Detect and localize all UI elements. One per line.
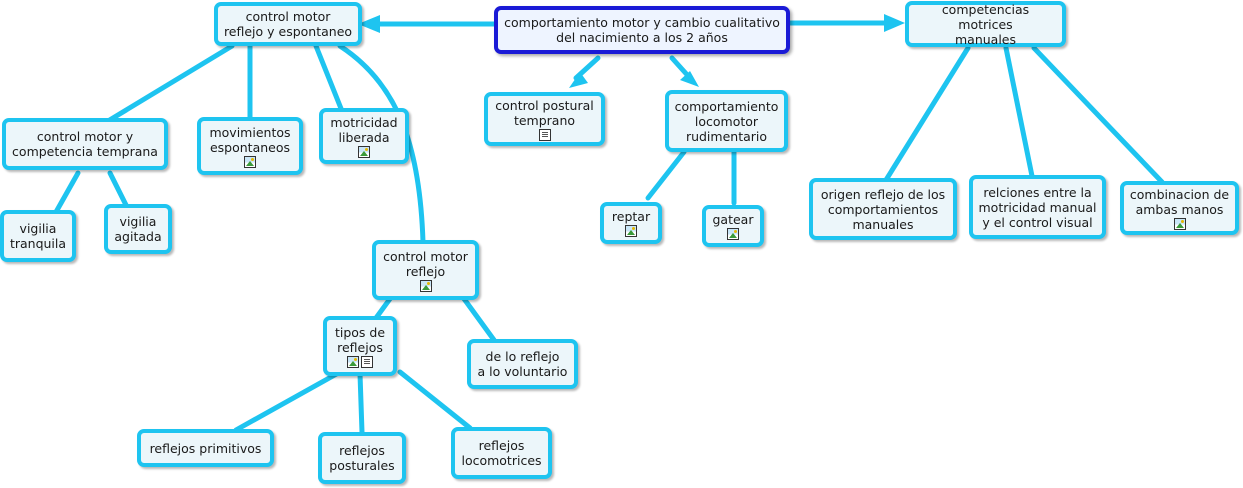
edge-to-reptar	[645, 149, 687, 201]
arrowhead-right-hub	[884, 14, 905, 32]
node-control-reflejo-espontaneo[interactable]: control motor reflejo y espontaneo	[214, 2, 362, 46]
node-relaciones[interactable]: relciones entre la motricidad manual y e…	[969, 175, 1106, 239]
arrowhead-left-hub	[358, 15, 380, 33]
node-motricidad-liberada[interactable]: motricidad liberada	[319, 108, 409, 164]
node-reptar[interactable]: reptar	[600, 202, 662, 244]
edge-to-reflejos-posturales	[357, 371, 365, 435]
edge-to-competencia-temprana	[105, 43, 235, 124]
image-icon[interactable]	[1173, 217, 1186, 230]
node-reflejos-posturales[interactable]: reflejos posturales	[318, 432, 406, 484]
edge-to-combinacion	[1031, 45, 1165, 185]
image-icon[interactable]	[625, 225, 637, 237]
node-label: relciones entre la motricidad manual y e…	[978, 184, 1097, 230]
node-label: control motor y competencia temprana	[12, 129, 158, 159]
document-icon[interactable]	[538, 128, 551, 141]
node-label: movimientos espontaneos	[209, 124, 291, 155]
edge-to-vigilia-tranquila	[53, 170, 81, 215]
node-reflejos-locomotrices[interactable]: reflejos locomotrices	[451, 427, 552, 479]
edge-to-reflejos-locomotrices	[397, 369, 473, 431]
node-origen-reflejo[interactable]: origen reflejo de los comportamientos ma…	[809, 178, 957, 240]
edge-to-reflejos-primitivos	[233, 369, 343, 433]
node-label: comportamiento locomotor rudimentario	[674, 98, 779, 144]
node-label: control motor reflejo	[383, 248, 468, 279]
node-label: vigilia tranquila	[9, 221, 67, 251]
image-icon[interactable]	[347, 355, 359, 368]
node-reflejo-voluntario[interactable]: de lo reflejo a lo voluntario	[467, 339, 578, 389]
document-icon[interactable]	[361, 355, 373, 368]
node-control-motor-reflejo[interactable]: control motor reflejo	[372, 240, 479, 300]
arrowhead-control-postural	[569, 72, 588, 88]
node-label: competencias motrices manuales	[941, 1, 1030, 47]
node-label: motricidad liberada	[330, 114, 398, 145]
node-vigilia-agitada[interactable]: vigilia agitada	[104, 204, 172, 254]
node-label: gatear	[712, 212, 754, 227]
node-label: control postural temprano	[495, 97, 594, 128]
image-icon[interactable]	[727, 228, 739, 240]
node-label: origen reflejo de los comportamientos ma…	[820, 186, 946, 232]
node-control-postural[interactable]: control postural temprano	[484, 92, 605, 146]
node-label: vigilia agitada	[114, 214, 162, 244]
node-control-competencia-temprana[interactable]: control motor y competencia temprana	[2, 118, 168, 170]
node-label: reflejos posturales	[329, 443, 395, 473]
edge-to-vigilia-agitada	[107, 170, 129, 208]
edge-to-reflejo-voluntario	[459, 293, 497, 343]
root-label: comportamiento motor y cambio cualitativ…	[504, 15, 780, 45]
node-label: tipos de reflejos	[334, 324, 386, 355]
edge-to-origen-reflejo	[883, 45, 971, 183]
node-competencias-manuales[interactable]: competencias motrices manuales	[905, 1, 1066, 47]
image-icon[interactable]	[358, 145, 370, 158]
image-icon[interactable]	[419, 279, 432, 292]
node-gatear[interactable]: gatear	[702, 205, 764, 247]
node-movimientos-espontaneos[interactable]: movimientos espontaneos	[197, 117, 303, 175]
arrowhead-locomotor	[680, 71, 699, 87]
root-node[interactable]: comportamiento motor y cambio cualitativ…	[494, 6, 790, 54]
image-icon[interactable]	[244, 155, 256, 168]
node-vigilia-tranquila[interactable]: vigilia tranquila	[0, 210, 76, 262]
node-tipos-reflejos[interactable]: tipos de reflejos	[323, 316, 397, 376]
node-label: reflejos locomotrices	[461, 438, 542, 468]
edge-to-relaciones	[1003, 45, 1035, 179]
node-combinacion[interactable]: combinacion de ambas manos	[1120, 181, 1239, 235]
node-label: reptar	[611, 209, 651, 224]
node-label: reflejos primitivos	[149, 440, 262, 456]
node-label: combinacion de ambas manos	[1129, 186, 1230, 217]
node-locomotor[interactable]: comportamiento locomotor rudimentario	[665, 90, 788, 152]
node-label: control motor reflejo y espontaneo	[223, 9, 353, 39]
node-label: de lo reflejo a lo voluntario	[477, 349, 568, 379]
node-reflejos-primitivos[interactable]: reflejos primitivos	[137, 429, 274, 467]
edge-to-motricidad-liberada	[313, 43, 345, 114]
